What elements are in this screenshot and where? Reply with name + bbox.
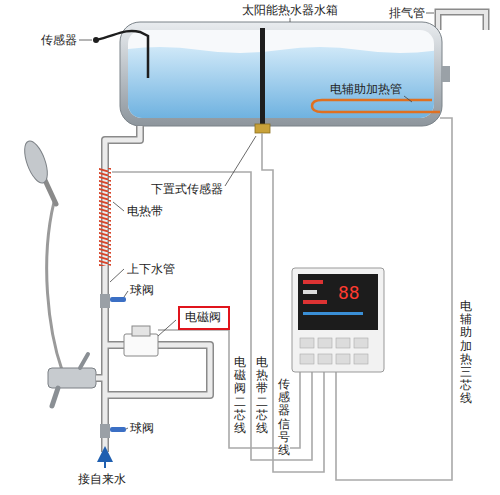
leader-line (290, 18, 291, 22)
part-label: 传感器 (41, 33, 77, 47)
leader-line (79, 40, 92, 41)
controller-button (354, 338, 368, 348)
ball-valve-handle (110, 297, 126, 302)
water (128, 47, 434, 118)
leader-line (225, 136, 256, 186)
display-segment (303, 280, 323, 284)
wire-label: 传感器信号线 (278, 378, 290, 457)
heating-tube (312, 100, 440, 112)
ball-valve-handle (110, 427, 126, 432)
controller-button (336, 354, 350, 364)
controller-display (298, 274, 378, 330)
tank-fitting (442, 66, 450, 82)
part-label: 排气管 (389, 6, 425, 20)
controller-button (300, 338, 314, 348)
mixer-handle (80, 354, 88, 368)
tank-label: 太阳能热水器水箱 (242, 3, 338, 17)
leader-line (404, 96, 412, 102)
ball-valve-body (100, 424, 110, 438)
leader-line (113, 202, 124, 211)
leader-line (158, 320, 176, 336)
mixer-spout (52, 388, 58, 406)
part-label: 电辅助加热管 (330, 82, 402, 96)
center-rod (260, 28, 265, 126)
solenoid-valve (124, 334, 158, 356)
sensor-cable (96, 31, 148, 78)
display-segment (303, 300, 327, 304)
heating-tape (99, 168, 111, 266)
controller-button (300, 354, 314, 364)
exhaust-pipe (438, 12, 486, 30)
controller-button (336, 338, 350, 348)
solenoid-label-box: 电磁阀 (178, 306, 230, 330)
heating-tape-wire (112, 172, 312, 460)
leader-line (426, 13, 434, 14)
mixer-valve (48, 368, 96, 388)
shower-hose (47, 202, 62, 370)
part-label: 球阀 (130, 283, 154, 297)
water-pipe-inner (96, 126, 210, 452)
controller-button (318, 338, 332, 348)
wire-label: 电磁阀二芯线 (234, 356, 246, 435)
shower-handle (44, 178, 56, 204)
valve-label: 电磁阀 (185, 310, 223, 324)
part-label: 上下水管 (127, 262, 175, 276)
part-label: 电热带 (127, 204, 163, 218)
display-digits: 88 (338, 282, 360, 304)
shower-head (20, 138, 52, 186)
controller-button (354, 354, 368, 364)
part-label: 下置式传感器 (151, 182, 223, 196)
leader-line (110, 269, 124, 282)
part-label: 球阀 (130, 421, 154, 435)
inflow-arrow (104, 454, 106, 468)
controller (292, 268, 384, 372)
heater-wire (336, 118, 452, 480)
controller-button (318, 354, 332, 364)
leader-line (124, 291, 128, 297)
wire-label: 电热带二芯线 (256, 356, 268, 435)
bottom-sensor (255, 124, 270, 133)
inlet-label: 接自来水 (78, 472, 126, 486)
display-segment (303, 290, 317, 294)
ball-valve-body (100, 294, 110, 308)
display-segment (303, 312, 363, 315)
wire-label: 电辅助加热三芯线 (460, 300, 472, 406)
water-pipe (96, 126, 210, 452)
leader-line (126, 428, 128, 429)
exhaust-pipe-inner (438, 12, 486, 30)
solenoid-coil (132, 326, 150, 336)
